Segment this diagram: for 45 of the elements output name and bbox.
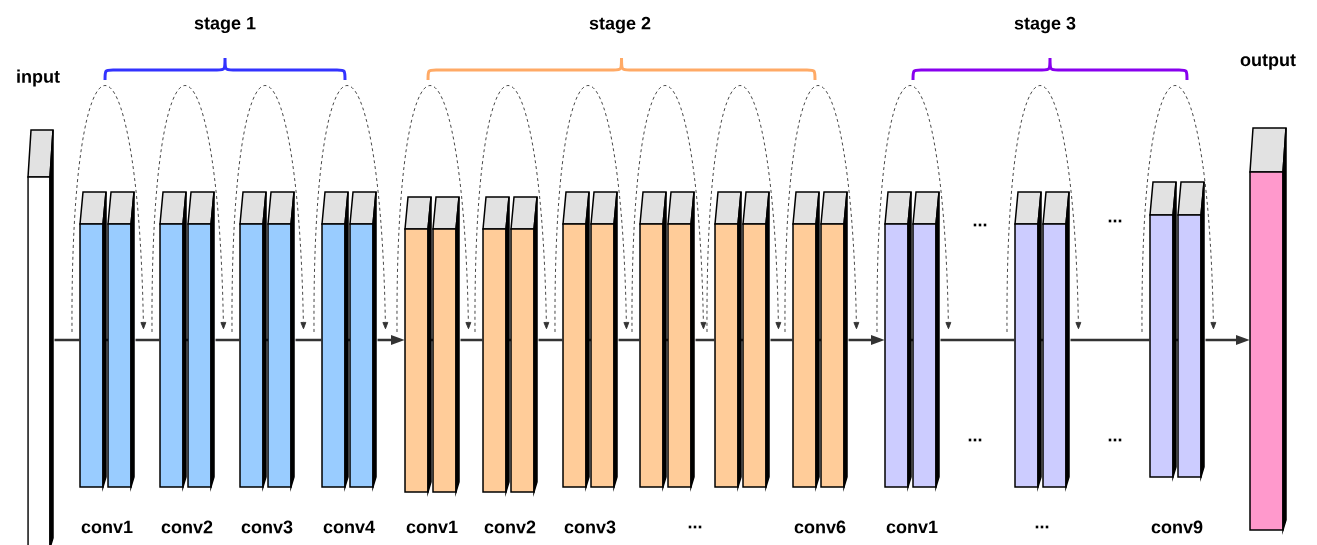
- conv-label: conv1: [406, 520, 458, 534]
- ellipsis: ...: [1108, 219, 1122, 223]
- conv-label: conv2: [484, 520, 536, 534]
- conv-label: conv6: [794, 520, 846, 534]
- ellipsis: ...: [968, 438, 982, 442]
- skip-arrow: [706, 85, 782, 333]
- skip-arrow: [71, 85, 147, 333]
- line: [770, 338, 793, 342]
- conv-label: conv4: [323, 520, 375, 534]
- skip-arrow: [876, 85, 952, 333]
- stage-label: stage 2: [589, 16, 651, 34]
- line: [135, 338, 160, 342]
- line: [215, 338, 240, 342]
- skip-arrow: [151, 85, 227, 333]
- skip-arrow: [1141, 85, 1217, 333]
- stage-label: stage 3: [1014, 16, 1076, 34]
- skip-arrow: [631, 85, 707, 333]
- line: [538, 338, 563, 342]
- line: [295, 338, 322, 342]
- ellipsis: ...: [1108, 438, 1122, 442]
- ellipsis: ...: [688, 525, 702, 529]
- skip-arrow: [1006, 85, 1082, 333]
- line: [940, 338, 1015, 342]
- skip-arrow: [396, 85, 472, 333]
- layer-label: input: [17, 69, 60, 87]
- line: [618, 338, 640, 342]
- skip-arrow: [474, 85, 550, 333]
- conv-label: conv2: [161, 520, 213, 534]
- skip-arrow: [554, 85, 630, 333]
- stage-label: stage 1: [194, 16, 256, 34]
- line: [1070, 338, 1150, 342]
- ellipsis: ...: [973, 223, 987, 227]
- conv-label: conv1: [886, 520, 938, 534]
- skip-arrow: [231, 85, 307, 333]
- layer-label: output: [1240, 54, 1296, 70]
- conv-label: ...: [1035, 525, 1049, 529]
- line: [695, 338, 715, 342]
- conv-label: conv3: [241, 520, 293, 534]
- skip-arrow: [313, 85, 389, 333]
- conv-label: conv1: [81, 520, 133, 534]
- conv-label: conv9: [1151, 520, 1203, 534]
- skip-arrow: [784, 85, 860, 333]
- conv-label: conv3: [564, 520, 616, 534]
- line: [54, 338, 80, 342]
- line: [460, 338, 483, 342]
